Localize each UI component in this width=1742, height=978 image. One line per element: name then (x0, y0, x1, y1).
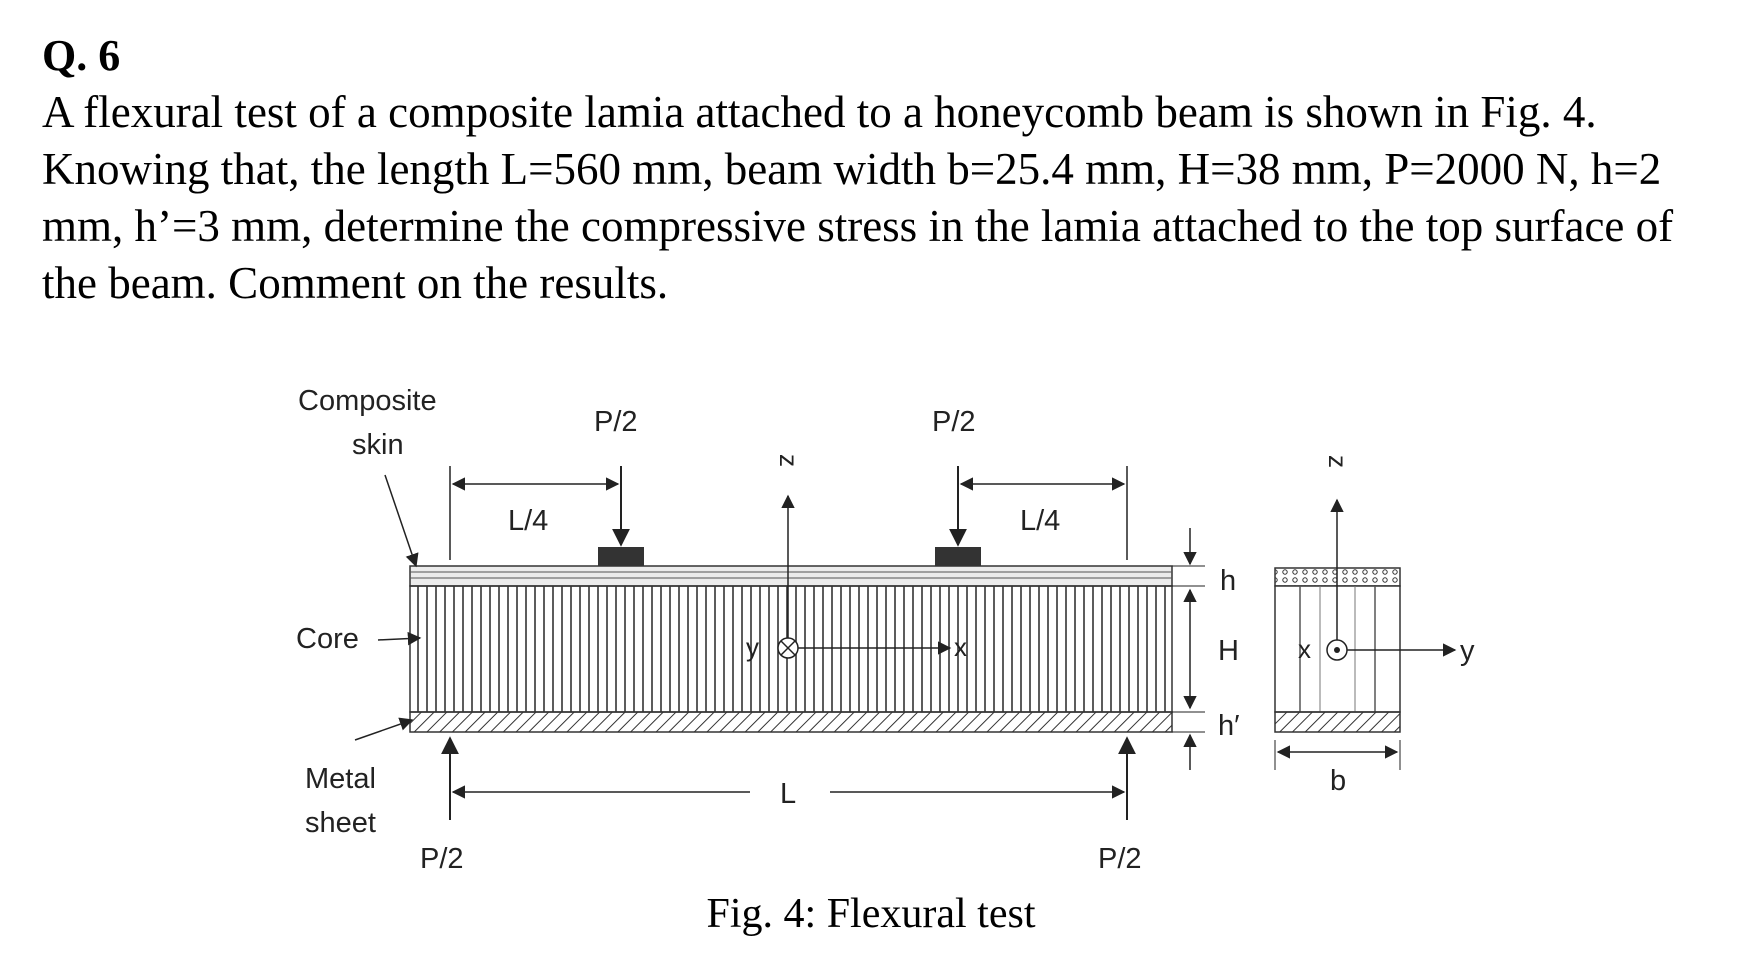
core-leader (377, 631, 422, 646)
x-axis-label: x (954, 632, 967, 662)
section-z-label: z (1323, 455, 1353, 468)
composite-skin (409, 565, 1173, 587)
load-pad-right (935, 547, 981, 566)
dim-h-label: h (1220, 565, 1236, 597)
load-pad-left (598, 547, 644, 566)
section-origin-symbol (1326, 639, 1348, 661)
section-b-label: b (1330, 765, 1346, 797)
quarter-label-right: L/4 (1020, 505, 1060, 537)
y-axis-label: y (746, 632, 759, 662)
x-axis-origin-symbol (777, 637, 799, 659)
metal-label-line1: Metal (305, 763, 376, 795)
dim-H-label: H (1218, 635, 1239, 667)
section-x-label: x (1298, 634, 1311, 664)
composite-label-line2: skin (352, 429, 404, 461)
metal-leader (354, 717, 414, 741)
question-text: A flexural test of a composite lamia att… (42, 87, 1674, 308)
dim-hprime-label: h′ (1218, 710, 1240, 742)
section-y-label: y (1460, 635, 1475, 667)
question-number: Q. 6 (42, 31, 121, 80)
load-label-right: P/2 (932, 406, 976, 438)
composite-label-line1: Composite (298, 385, 437, 417)
metal-sheet (409, 711, 1173, 733)
reaction-label-left: P/2 (420, 843, 464, 875)
core-label: Core (296, 623, 359, 655)
z-axis-label: z (774, 454, 804, 467)
figure-caption: Fig. 4: Flexural test (706, 891, 1036, 937)
composite-leader (384, 474, 419, 568)
span-label: L (780, 778, 796, 810)
metal-label-line2: sheet (305, 807, 376, 839)
quarter-label-left: L/4 (508, 505, 548, 537)
reaction-label-right: P/2 (1098, 843, 1142, 875)
load-label-left: P/2 (594, 406, 638, 438)
